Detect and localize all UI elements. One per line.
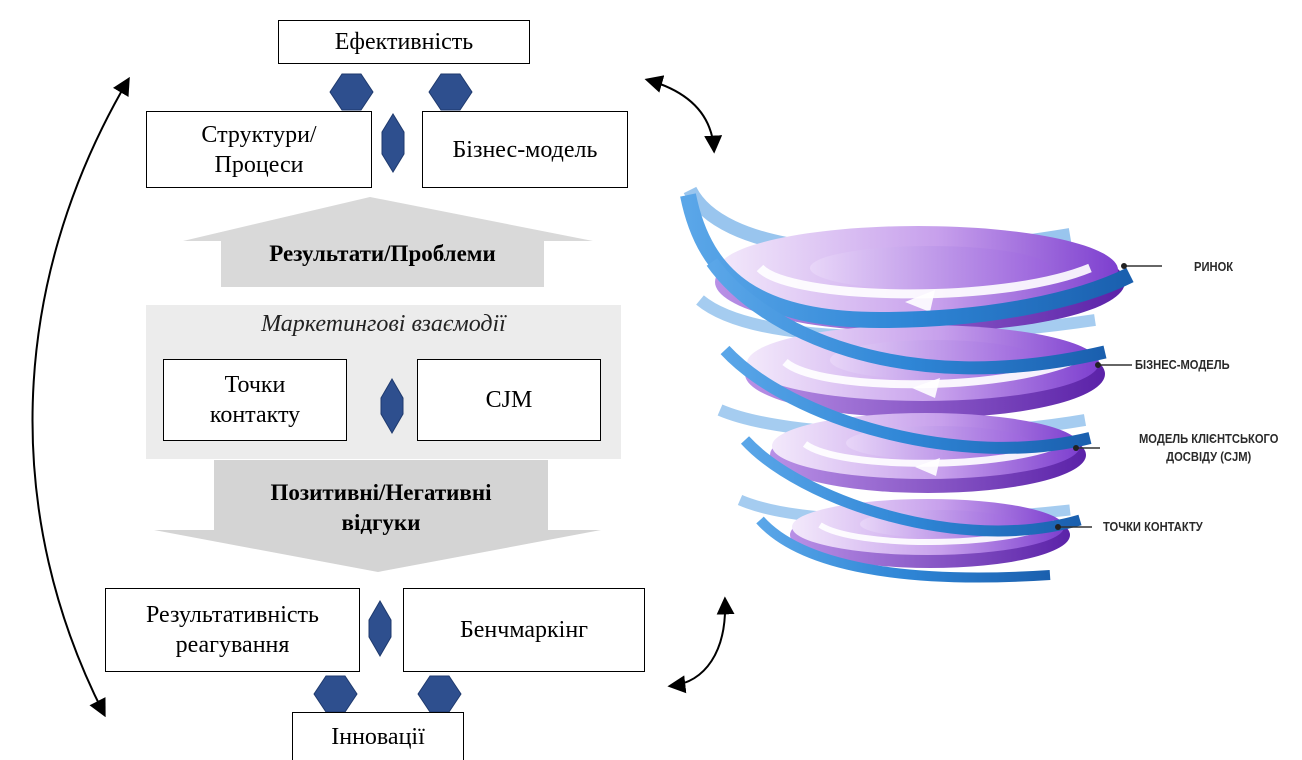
spiral-label-touchpoints: ТОЧКИ КОНТАКТУ [1103,519,1203,534]
top-right-arrow [644,75,723,154]
efficiency-box: Ефективність [278,20,530,64]
spiral-label-cjm-model: МОДЕЛЬ КЛІЄНТСЬКОГО ДОСВІДУ (CJM) [1138,431,1279,464]
positive-negative-feedback-label: Позитивні/Негативні відгуки [270,480,492,535]
left-cycle-arrow [31,76,130,718]
connector-bottom-right [417,675,462,713]
connector-bottom-left [313,675,358,713]
connector-top-right [428,73,473,111]
spiral-label-business-model: БІЗНЕС-МОДЕЛЬ [1135,357,1230,372]
connector-top-left [329,73,374,111]
feedback-block-arrow [154,460,601,572]
structures-processes-box: Структури/ Процеси [146,111,372,188]
connector-bottom-center [368,600,392,657]
benchmarking-box: Бенчмаркінг [403,588,645,672]
spiral-illustration [680,186,1162,583]
bottom-right-arrow [667,596,735,694]
marketing-interactions-title: Маркетингові взаємодії [261,311,506,337]
spiral-label-market: РИНОК [1194,259,1234,274]
connector-middle [380,378,404,434]
responsiveness-box: Результативність реагування [105,588,360,672]
curved-arrows [31,75,735,718]
touchpoints-box: Точки контакту [163,359,347,441]
results-block-arrow [183,197,593,287]
connector-top-center [381,113,405,173]
innovations-box: Інновації [292,712,464,760]
cjm-box: CJM [417,359,601,441]
connector-hexagons [313,73,473,713]
business-model-box: Бізнес-модель [422,111,628,188]
results-problems-label: Результати/Проблеми [269,241,496,267]
